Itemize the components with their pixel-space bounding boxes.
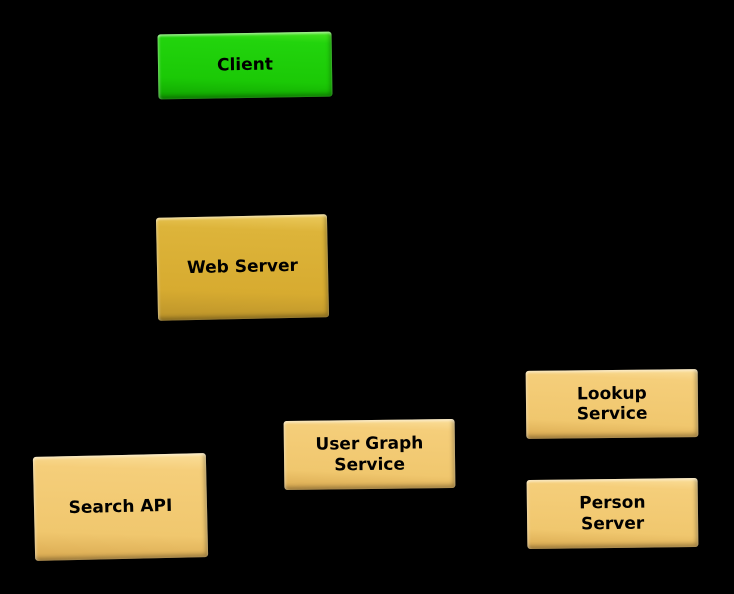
node-lookup-service-label: Lookup Service — [576, 383, 648, 425]
node-search-api-label: Search API — [68, 495, 173, 518]
node-user-graph-service-label: User Graph Service — [315, 433, 424, 475]
node-web-server: Web Server — [155, 214, 330, 321]
node-client: Client — [157, 31, 333, 100]
node-person-server-label: Person Server — [579, 492, 646, 534]
node-user-graph-service: User Graph Service — [283, 418, 456, 491]
node-person-server: Person Server — [526, 477, 699, 550]
node-web-server-label: Web Server — [186, 256, 299, 279]
node-client-label: Client — [216, 54, 274, 76]
node-search-api: Search API — [32, 453, 209, 561]
node-lookup-service: Lookup Service — [525, 369, 699, 439]
